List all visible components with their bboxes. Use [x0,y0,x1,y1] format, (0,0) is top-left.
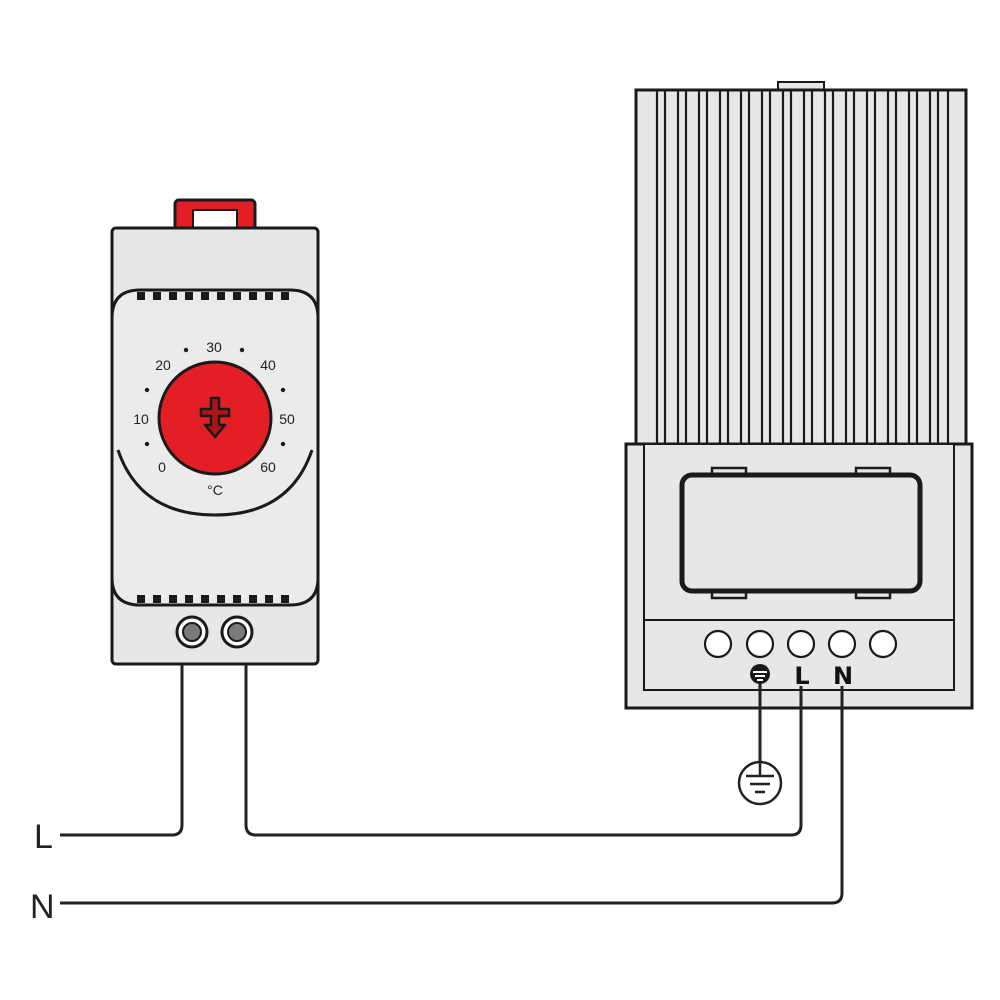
dial-scale-dots [144,347,286,447]
dial-label-30: 30 [206,339,222,355]
heater-terminal-neutral[interactable] [827,629,857,659]
supply-neutral-label: N [30,888,55,926]
thermostat: 0 10 20 30 40 50 60 °C [110,198,320,666]
heater: L N [624,81,974,710]
earth-ground-icon [737,760,783,806]
terminal-label-line: L [794,662,809,690]
dial-label-40: 40 [260,357,276,373]
dial-label-50: 50 [279,411,295,427]
din-rail-clip [173,198,257,234]
bottom-vent-slots [137,595,289,603]
heater-cover [679,472,923,594]
ground-symbol-icon [750,664,770,684]
heater-terminal-line[interactable] [786,629,816,659]
temperature-knob[interactable] [157,360,273,476]
thermostat-terminal-2[interactable] [220,615,254,649]
dial-label-20: 20 [155,357,171,373]
dial-label-0: 0 [158,459,166,475]
cross-arrow-icon [199,396,231,439]
heatsink-fins [634,88,968,446]
heater-terminal-5[interactable] [868,629,898,659]
thermostat-terminal-1[interactable] [175,615,209,649]
wire-line-supply [60,664,184,837]
wiring [60,664,844,905]
dial-arc [116,449,314,517]
wire-neutral-supply [60,686,844,905]
supply-line-label: L [34,818,53,856]
wire-thermostat-to-heater-l [244,664,803,837]
top-vent-slots [137,292,289,300]
heater-terminal-1[interactable] [703,629,733,659]
dial-unit-label: °C [207,482,223,498]
dial-label-60: 60 [260,459,276,475]
terminal-label-neutral: N [833,662,853,690]
heater-terminals [703,629,898,659]
heater-terminal-earth[interactable] [745,629,775,659]
dial-label-10: 10 [133,411,149,427]
